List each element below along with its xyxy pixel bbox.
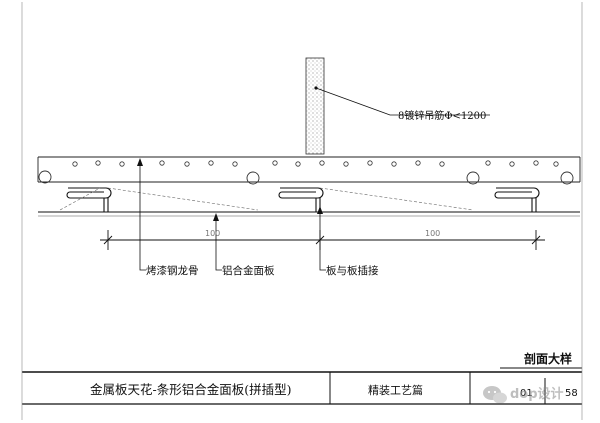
keel-hole [295,161,301,167]
keel-hole [184,161,190,167]
keel-hole [439,161,445,167]
frame-border [21,2,583,420]
keel-label: 烤漆钢龙骨 [146,264,199,277]
section-title: 剖面大样 [524,351,572,366]
aluminium-panel [38,211,580,217]
joint-label: 板与板插接 [326,264,379,277]
page-number: 58 [565,388,578,399]
keel-openings [38,170,574,185]
watermark-text: dop设计 [510,386,564,402]
keel-hole [367,160,373,166]
panel-clip [66,187,540,212]
keel-holes [72,160,559,167]
sheet-number: 01 [520,388,533,399]
keel-hole [232,161,238,167]
dimension-label-right: 100 [425,229,440,238]
keel-hole [272,160,278,166]
keel-hole [319,160,325,166]
keel-hole [72,161,78,167]
dimension-label-left: 100 [205,229,220,238]
hanger-label: 8镀锌吊筋Φ<1200 [398,109,486,122]
keel-hole [208,160,214,166]
leader-arrows [137,158,323,221]
keel-hole [343,161,349,167]
category-label: 精装工艺篇 [368,383,423,397]
keel-hole [119,161,125,167]
drawing-title: 金属板天花-条形铝合金面板(拼插型) [90,382,291,397]
keel-hole [485,160,491,166]
keel-hole [415,160,421,166]
steel-keel [37,156,581,183]
keel-hole [553,161,559,167]
leader-lines [139,87,490,271]
title-block [22,367,582,405]
panel-label: 铝合金面板 [222,264,275,277]
watermark: dop设计 [483,386,564,404]
hanger-rod [305,57,325,155]
keel-hole [95,160,101,166]
dimension-line [100,230,545,250]
keel-hole [533,160,539,166]
wechat-icon [483,386,507,404]
keel-hole [391,161,397,167]
keel-hole [509,161,515,167]
hidden-lines [59,187,474,211]
keel-hole [159,160,165,166]
